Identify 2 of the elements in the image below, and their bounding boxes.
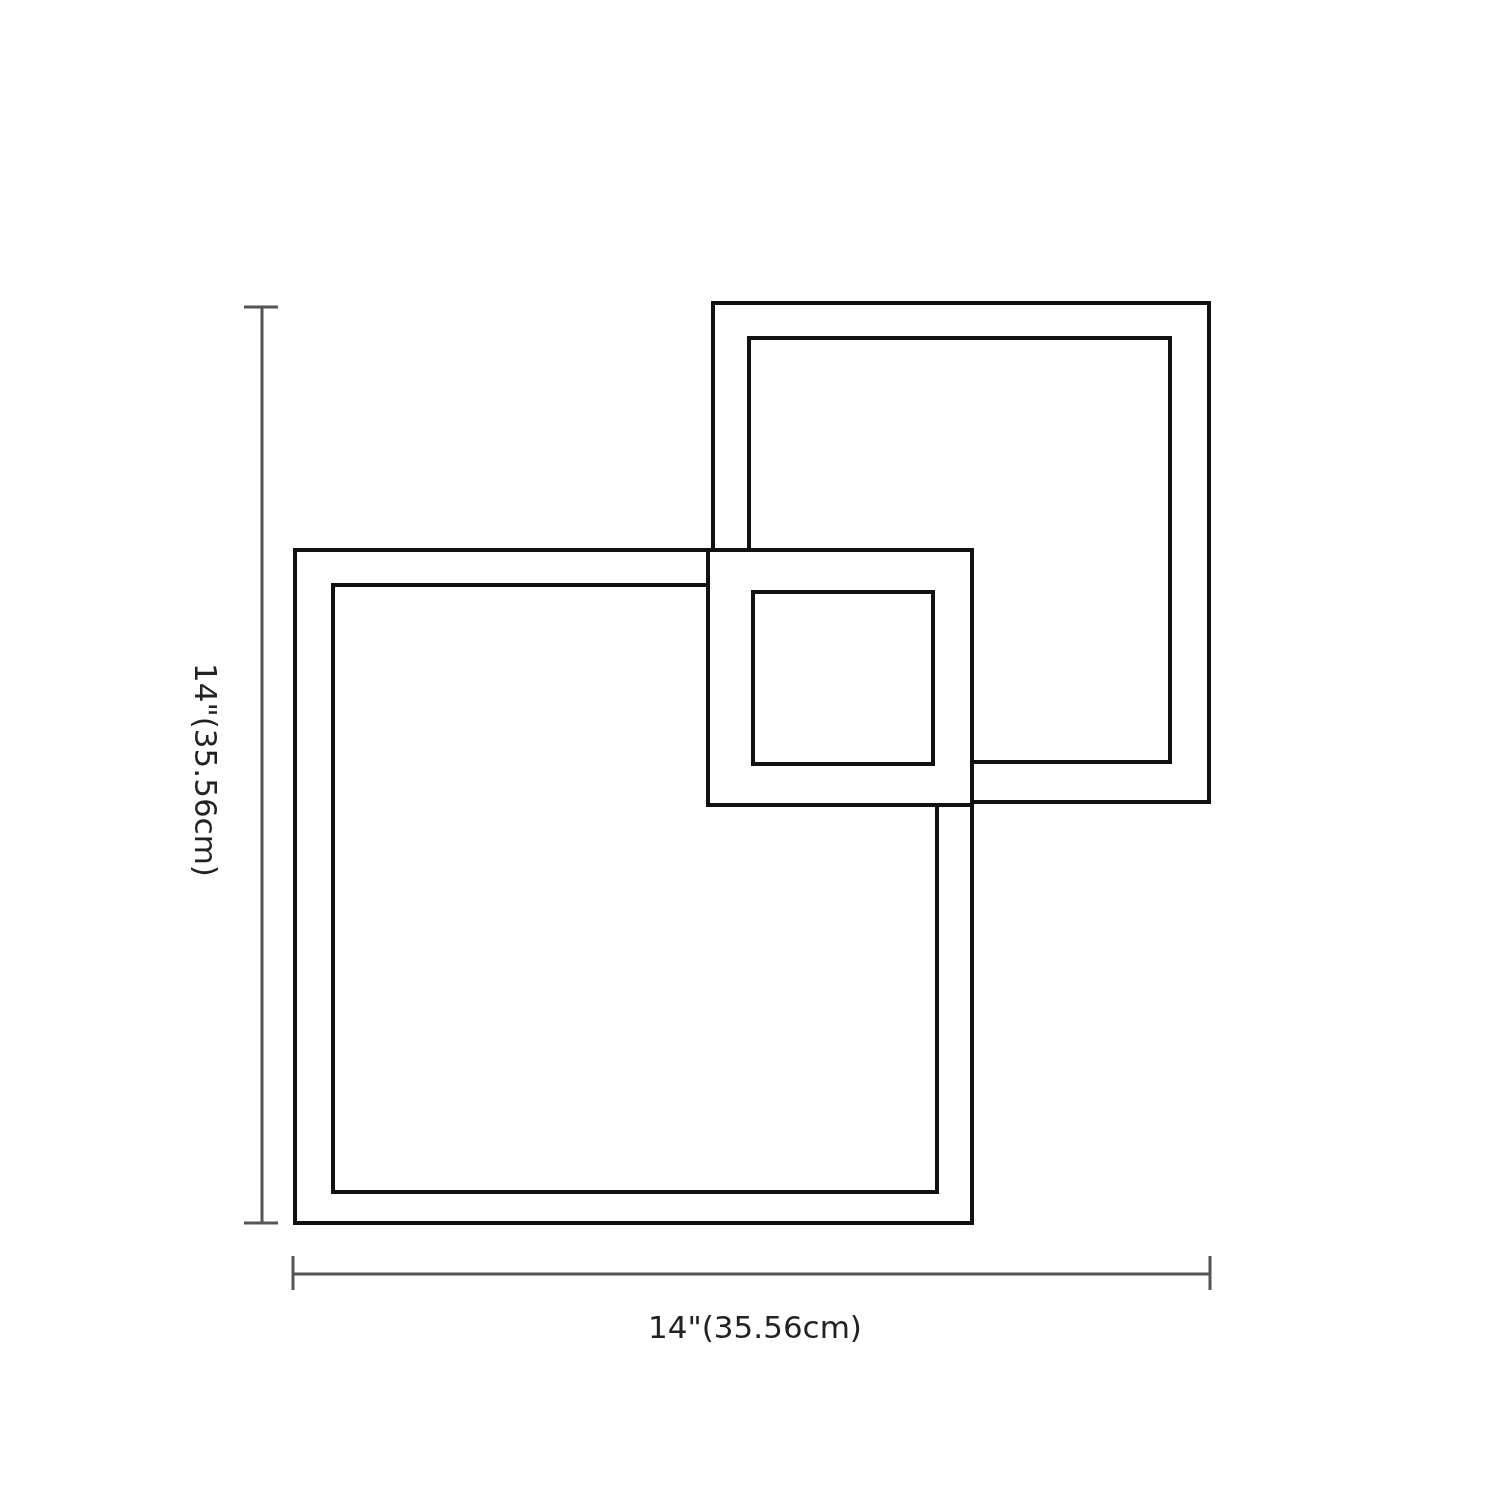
dimension-label: 14"(35.56cm) [189,663,221,877]
dimension-label: 14"(35.56cm) [648,1311,862,1343]
